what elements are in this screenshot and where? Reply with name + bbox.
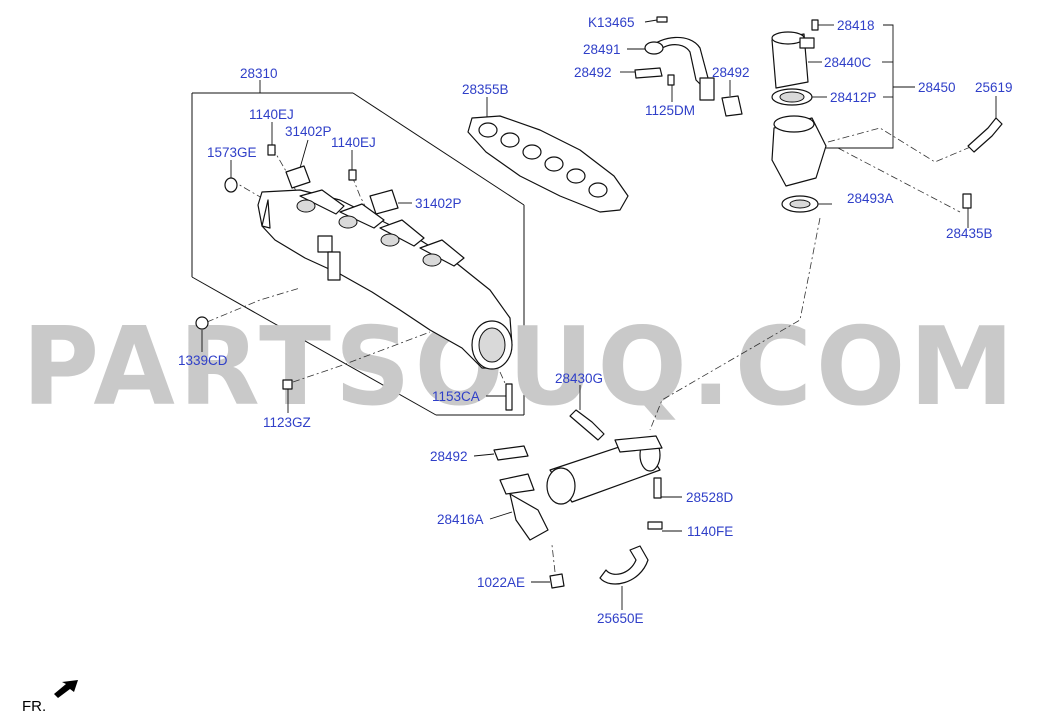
callout-1022ae: 1022AE <box>477 575 525 590</box>
callout-25650e: 25650E <box>597 611 644 626</box>
watermark: PARTSOUQ.COM <box>22 305 1018 430</box>
callout-31402p-a: 31402P <box>285 124 332 139</box>
egr-valve-assembly <box>771 19 1003 213</box>
intake-manifold-body <box>257 189 513 370</box>
callout-1140fe: 1140FE <box>687 524 733 539</box>
callout-28491: 28491 <box>583 42 621 57</box>
front-direction-indicator: FR. <box>22 680 78 715</box>
gasket-28492-b <box>721 95 743 117</box>
hose-28430g <box>569 409 605 441</box>
front-label: FR. <box>22 698 46 715</box>
manifold-gasket <box>467 115 629 213</box>
egr-cooler-assembly <box>493 409 663 589</box>
callout-28528d: 28528D <box>686 490 734 505</box>
nut-1022ae <box>549 573 565 589</box>
bolt-28435b <box>962 193 972 209</box>
stud-1153ca <box>505 383 513 411</box>
gasket-28492-c <box>493 445 529 461</box>
callout-28435b: 28435B <box>946 226 993 241</box>
callout-1573ge: 1573GE <box>207 145 257 160</box>
callout-28492-a: 28492 <box>574 65 612 80</box>
nut-1339cd <box>195 316 209 330</box>
callout-1140ej-b: 1140EJ <box>331 135 376 150</box>
callout-28355b: 28355B <box>462 82 509 97</box>
callout-1153ca: 1153CA <box>432 389 480 404</box>
bolt-28528d <box>653 477 662 499</box>
callout-1339cd: 1339CD <box>178 353 228 368</box>
callout-28418: 28418 <box>837 18 875 33</box>
callout-28493a: 28493A <box>847 191 894 206</box>
leader-lines <box>201 19 997 610</box>
callout-31402p-b: 31402P <box>415 196 462 211</box>
bolt-1140ej-a <box>267 144 276 156</box>
bolt-1140fe <box>647 521 663 530</box>
egr-pipe-upper <box>634 16 743 117</box>
callout-28440c: 28440C <box>824 55 872 70</box>
callout-28310: 28310 <box>240 66 278 81</box>
callout-28412p: 28412P <box>830 90 877 105</box>
front-arrow-icon <box>54 680 78 698</box>
callout-28450: 28450 <box>918 80 956 95</box>
valve-body-28450 <box>771 117 827 187</box>
bracket-31402p-a <box>285 165 311 189</box>
bracket-31402p-b <box>369 189 399 215</box>
gasket-28492-a <box>634 67 663 79</box>
hose-25650e <box>599 545 649 585</box>
callout-28416a: 28416A <box>437 512 484 527</box>
callout-1140ej-a: 1140EJ <box>249 107 294 122</box>
screw-28418 <box>811 19 819 31</box>
manifold-small-parts <box>195 144 513 411</box>
callout-1125dm: 1125DM <box>645 103 695 118</box>
bolt-1140ej-b <box>348 169 357 181</box>
callout-25619: 25619 <box>975 80 1013 95</box>
clip-k13465 <box>656 16 668 23</box>
bolt-1125dm <box>667 74 675 86</box>
callout-labels: 28310 1140EJ 31402P 1573GE 1140EJ 31402P… <box>178 15 1013 626</box>
callout-k13465: K13465 <box>588 15 635 30</box>
callout-28492-b: 28492 <box>712 65 750 80</box>
plug-1573ge <box>224 177 238 193</box>
manifold-group-frame <box>191 80 525 416</box>
hose-25619 <box>967 117 1003 153</box>
callout-28492-c: 28492 <box>430 449 468 464</box>
callout-1123gz: 1123GZ <box>263 415 311 430</box>
callout-28430g: 28430G <box>555 371 603 386</box>
bolt-1123gz <box>282 379 293 390</box>
